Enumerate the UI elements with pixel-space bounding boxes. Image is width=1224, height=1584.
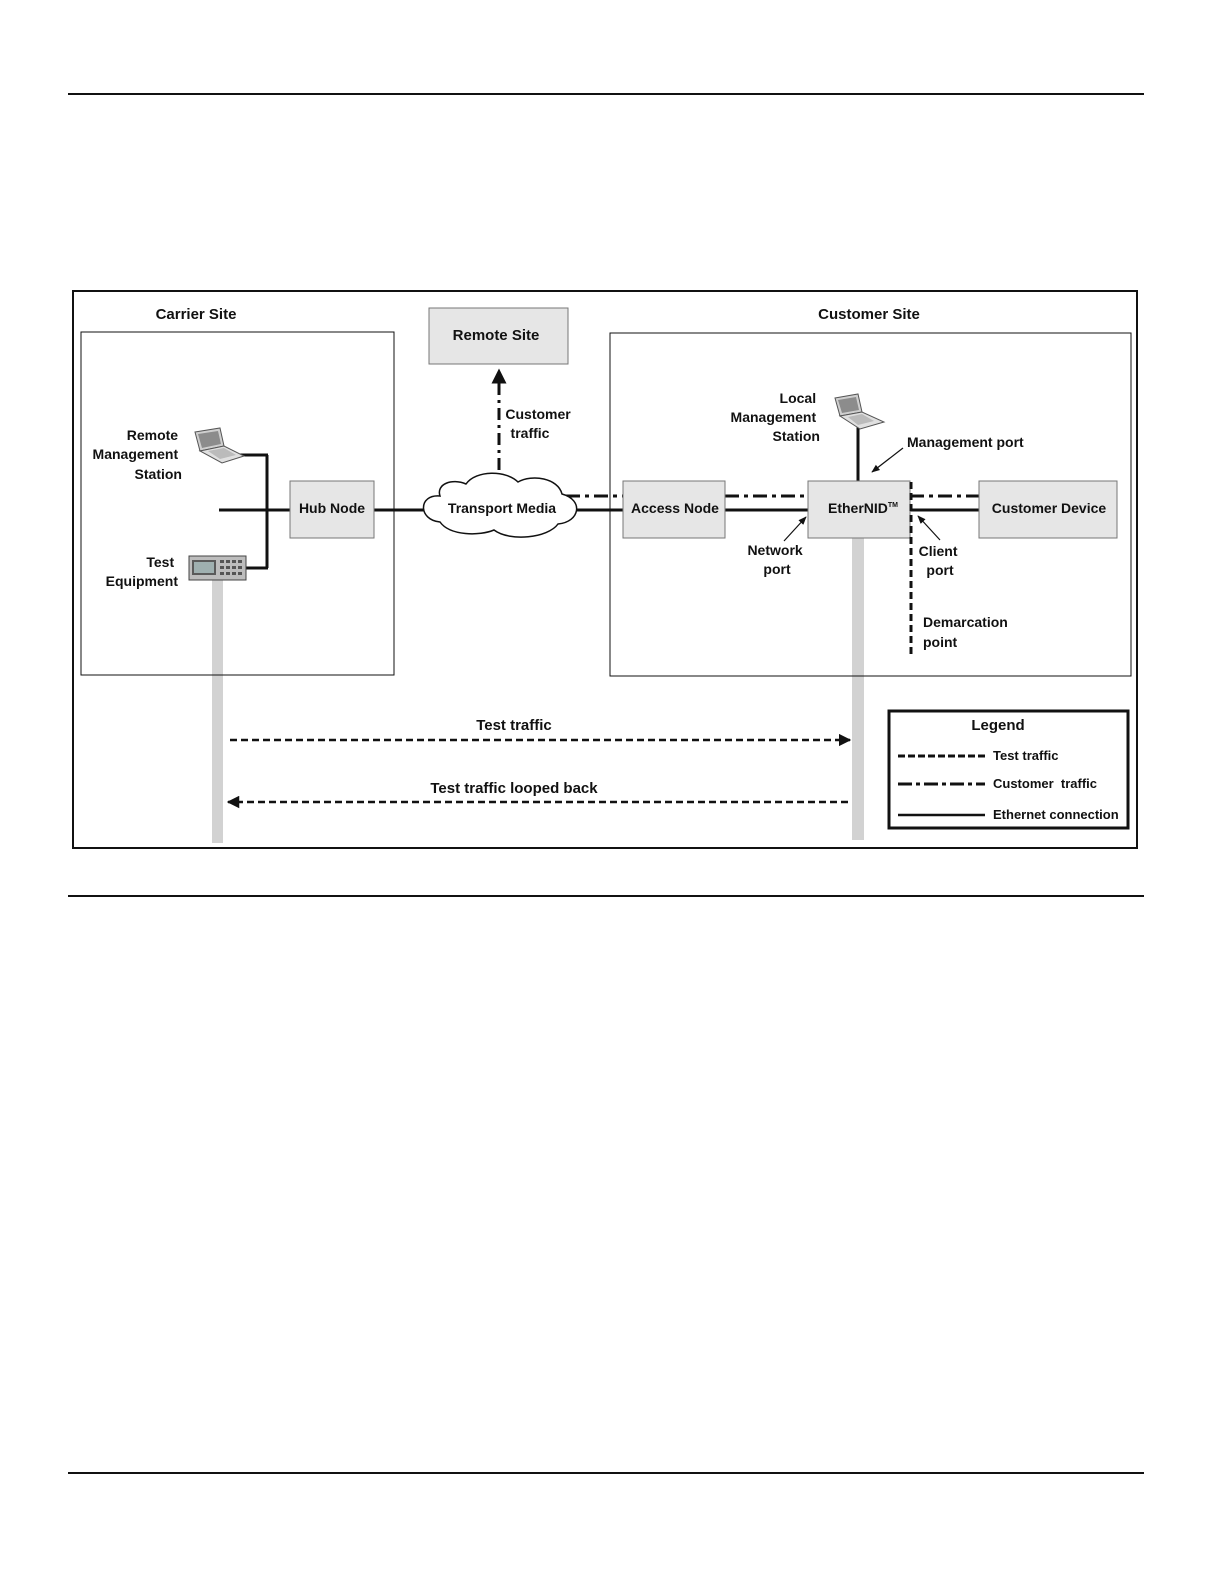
test-path-bar-ethernid [852,538,864,840]
middle-rule [68,895,1144,897]
legend-title: Legend [971,717,1024,734]
test-equipment-icon [188,555,247,581]
legend-label-ethernet: Ethernet connection [993,807,1119,822]
customer-site-label: Customer Site [818,306,920,323]
client-port-pointer [917,515,941,541]
customer-device-label: Customer Device [992,500,1107,516]
bottom-rule [68,1472,1144,1474]
network-port-label: Network port [747,542,806,577]
management-port-label: Management port [907,434,1024,450]
transport-media-label: Transport Media [448,500,556,516]
legend-label-customer-traffic: Customer traffic [993,776,1097,791]
test-equipment-label: Test Equipment [106,554,179,589]
access-node-box [622,480,726,539]
legend: Legend Test traffic Customer traffic Eth… [887,709,1130,830]
transport-media-cloud [422,472,578,538]
local-laptop-icon [834,393,886,430]
remote-site-box [428,307,569,365]
access-node-label: Access Node [631,500,719,516]
client-port-label: Client port [919,543,962,578]
test-path-bar-carrier [212,578,223,843]
hub-node-label: Hub Node [299,500,365,516]
test-traffic-looped-label: Test traffic looped back [430,780,598,797]
test-traffic-label: Test traffic [476,717,552,734]
carrier-site-label: Carrier Site [156,306,237,323]
demarcation-label: Demarcation point [923,614,1012,650]
hub-node-box [289,480,375,539]
legend-box [887,709,1130,830]
customer-traffic-label: Customer traffic [505,406,574,441]
ethernid-box [807,480,911,539]
legend-label-test-traffic: Test traffic [993,748,1059,763]
top-rule [68,93,1144,95]
management-port-pointer [871,447,904,473]
local-mgmt-label: Local Management Station [731,390,820,444]
customer-site-box [609,332,1132,677]
carrier-site-box [80,331,395,676]
ethernid-tm: TM [888,502,898,509]
remote-mgmt-label: Remote Management Station [93,427,182,482]
remote-site-label: Remote Site [453,327,540,344]
network-port-pointer [783,516,807,542]
remote-laptop-icon [194,427,246,464]
ethernid-label: EtherNIDTM [828,500,898,516]
customer-device-box [978,480,1118,539]
